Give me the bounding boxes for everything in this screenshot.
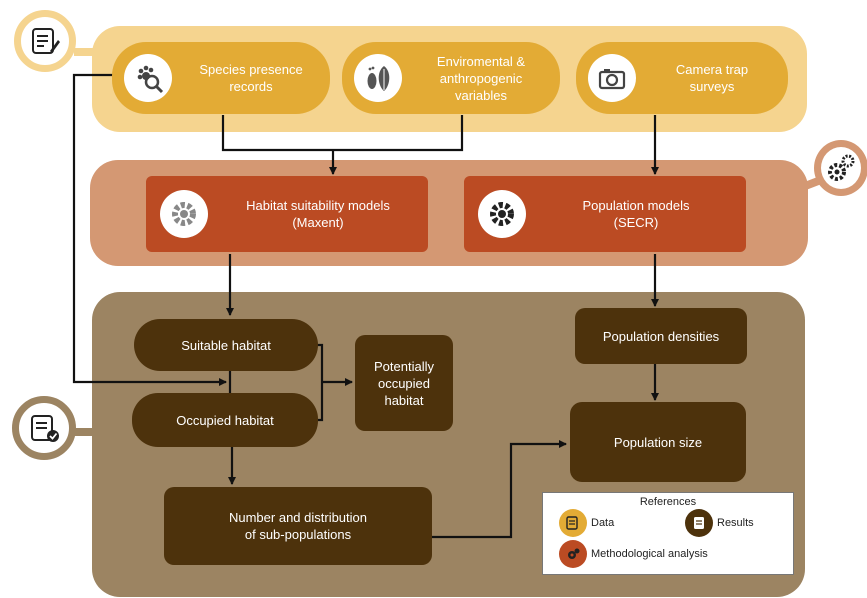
potentially-occupied-label: Potentially occupied habitat — [374, 358, 434, 408]
legend-method-item: Methodological analysis — [559, 540, 708, 568]
gears-icon — [828, 154, 855, 181]
notepad-pencil-icon — [32, 28, 60, 54]
camera-icon — [588, 54, 636, 102]
legend-method-swatch — [559, 540, 587, 568]
gear-icon — [478, 190, 526, 238]
method-badge — [814, 140, 867, 196]
occupied-habitat-node: Occupied habitat — [132, 393, 318, 447]
data-badge — [14, 10, 76, 72]
legend-results-swatch — [685, 509, 713, 537]
sub-populations-node: Number and distribution of sub-populatio… — [164, 487, 432, 565]
population-densities-node: Population densities — [575, 308, 747, 364]
legend-results-item: Results — [685, 509, 754, 537]
references-title: References — [639, 496, 697, 508]
suitable-habitat-label: Suitable habitat — [181, 337, 271, 353]
species-presence-node: Species presence records — [112, 42, 330, 114]
habitat-suitability-model-node: Habitat suitability models (Maxent) — [146, 176, 428, 252]
pawprint-magnifier-icon — [124, 54, 172, 102]
legend-method-label: Methodological analysis — [591, 548, 708, 560]
environmental-variables-label: Enviromental & anthropogenic variables — [436, 53, 526, 103]
suitable-habitat-node: Suitable habitat — [134, 319, 318, 371]
environmental-variables-node: Enviromental & anthropogenic variables — [342, 42, 560, 114]
legend-data-item: Data — [559, 509, 614, 537]
population-model-label: Population models (SECR) — [582, 198, 690, 230]
occupied-habitat-label: Occupied habitat — [176, 412, 274, 428]
legend-results-label: Results — [717, 517, 754, 529]
legend-data-label: Data — [591, 517, 615, 529]
population-densities-label: Population densities — [602, 328, 720, 344]
species-presence-label: Species presence records — [199, 62, 303, 94]
population-size-label: Population size — [613, 434, 703, 450]
notepad-check-icon — [31, 415, 59, 442]
camera-trap-node: Camera trap surveys — [576, 42, 788, 114]
references-legend: References Data Results — [542, 492, 794, 575]
legend-data-swatch — [559, 509, 587, 537]
notepad-check-icon — [694, 517, 704, 529]
population-size-node: Population size — [570, 402, 746, 482]
sub-populations-label: Number and distribution of sub-populatio… — [228, 510, 368, 542]
footprint-leaf-icon — [354, 54, 402, 102]
gear-icon — [160, 190, 208, 238]
results-badge — [12, 396, 76, 460]
habitat-suitability-label: Habitat suitability models (Maxent) — [246, 198, 390, 230]
potentially-occupied-habitat-node: Potentially occupied habitat — [355, 335, 453, 431]
camera-trap-label: Camera trap surveys — [675, 62, 749, 94]
gears-icon — [568, 548, 580, 559]
population-model-node: Population models (SECR) — [464, 176, 746, 252]
notepad-pencil-icon — [566, 516, 578, 530]
